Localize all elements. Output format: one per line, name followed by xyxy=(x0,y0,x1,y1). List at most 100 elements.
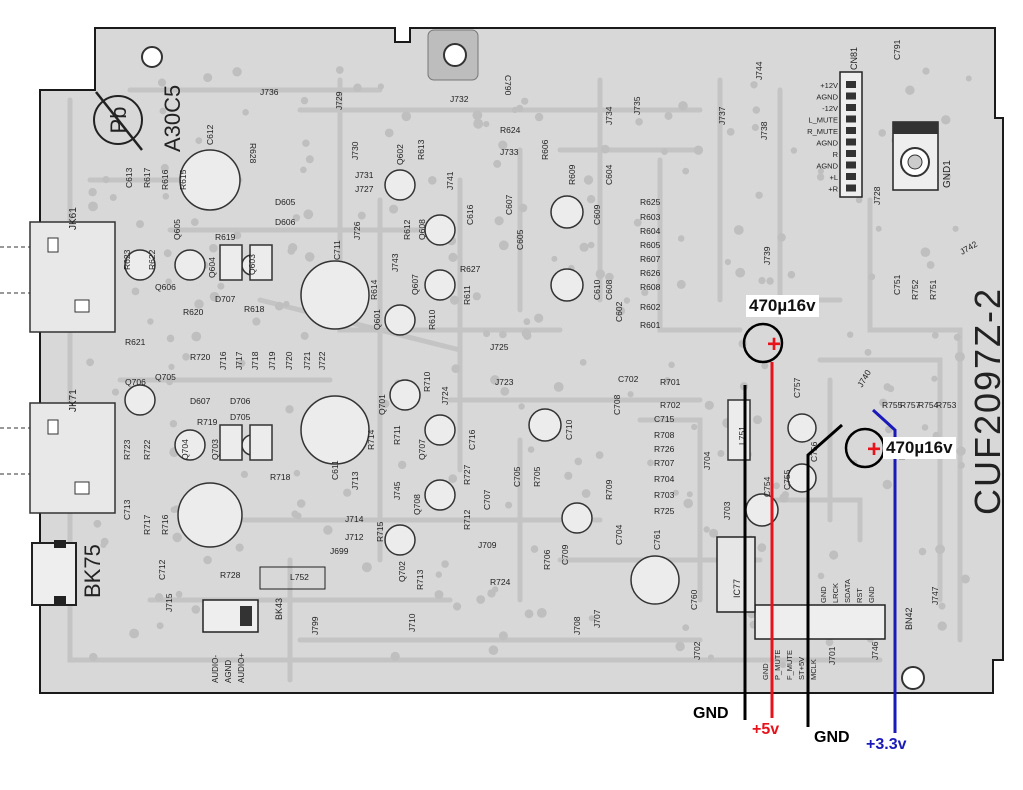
cap-top-plus: + xyxy=(767,331,781,358)
part-label-q601: Q601 xyxy=(372,309,382,330)
cn81-pin-label: AGND xyxy=(816,139,838,148)
part-label-r719: R719 xyxy=(197,417,218,427)
part-label-c608: C608 xyxy=(604,279,614,300)
part-label-r621: R621 xyxy=(125,337,146,347)
part-label-r755: R755 xyxy=(882,400,903,410)
part-label-j713: J713 xyxy=(350,471,360,490)
bn42-left-pin-label: F_MUTE xyxy=(785,650,794,680)
part-label-c609: C609 xyxy=(592,204,602,225)
part-label-r711: R711 xyxy=(392,425,402,445)
part-label-j747: J747 xyxy=(930,586,940,605)
cn81-label: CN81 xyxy=(849,47,859,70)
part-label-r713: R713 xyxy=(415,569,425,590)
part-label-j741: J741 xyxy=(445,171,455,190)
cn81-connector: CN81 +12VAGND-12VL_MUTER_MUTEAGNDRAGND+L… xyxy=(807,47,863,198)
part-label-r611: R611 xyxy=(462,285,472,305)
cn81-pin-label: R xyxy=(833,150,839,159)
bk43-label: BK43 xyxy=(274,598,284,620)
cn81-pin-label: AGND xyxy=(816,162,838,171)
part-label-r613: R613 xyxy=(416,139,426,160)
part-label-j736: J736 xyxy=(260,87,279,97)
part-label-d707: D707 xyxy=(215,294,236,304)
part-label-j707: J707 xyxy=(592,609,602,628)
part-label-r753: R753 xyxy=(936,400,957,410)
part-label-r712: R712 xyxy=(462,509,472,530)
cap-top-label: 470µ16v xyxy=(746,295,819,317)
gnd1-label: GND1 xyxy=(942,160,953,188)
part-label-j717: J717 xyxy=(234,351,244,370)
part-label-r601: R601 xyxy=(640,320,661,330)
part-label-j716: J716 xyxy=(218,351,228,370)
part-label-c755: C755 xyxy=(782,469,792,490)
part-label-r616: R616 xyxy=(160,169,170,190)
bn42-left-pin-label: GND xyxy=(761,663,770,680)
plus3v3-label: +3.3v xyxy=(866,736,907,753)
part-label-r624: R624 xyxy=(500,125,521,135)
part-label-r728: R728 xyxy=(220,570,241,580)
part-label-q606: Q606 xyxy=(155,282,176,292)
part-label-r625: R625 xyxy=(640,197,661,207)
part-label-c716: C716 xyxy=(467,429,477,450)
part-label-j724: J724 xyxy=(440,386,450,405)
part-label-r628: R628 xyxy=(248,143,258,164)
part-label-r716: R716 xyxy=(160,514,170,535)
part-label-j718: J718 xyxy=(250,351,260,370)
part-label-c715: C715 xyxy=(654,414,675,424)
part-label-j712: J712 xyxy=(345,532,364,542)
part-label-r609: R609 xyxy=(567,164,577,185)
part-label-c709: C709 xyxy=(560,544,570,565)
part-label-r606: R606 xyxy=(540,139,550,160)
part-label-r627: R627 xyxy=(460,264,481,274)
part-label-q605: Q605 xyxy=(172,219,182,240)
part-label-r723: R723 xyxy=(122,439,132,460)
pb-text: Pb xyxy=(106,107,131,134)
part-label-j710: J710 xyxy=(407,613,417,632)
part-label-c761: C761 xyxy=(652,529,662,550)
part-label-d605: D605 xyxy=(275,197,296,207)
part-label-r618: R618 xyxy=(244,304,265,314)
cap-top-highlight xyxy=(742,322,784,364)
part-label-q607: Q607 xyxy=(410,274,420,295)
part-label-j701: J701 xyxy=(827,646,837,665)
part-label-c751: C751 xyxy=(892,274,902,295)
part-label-j729: J729 xyxy=(334,91,344,110)
bn42-pin-label: RST xyxy=(855,588,864,603)
part-label-j739: J739 xyxy=(762,246,772,265)
bn42-left-pin-label: MCLK xyxy=(809,659,818,680)
part-label-j726: J726 xyxy=(352,221,362,240)
part-label-c612: C612 xyxy=(205,124,215,145)
wire-3v3 xyxy=(871,408,897,733)
part-label-c604: C604 xyxy=(604,164,614,185)
part-label-j746: J746 xyxy=(870,641,880,660)
part-label-c708: C708 xyxy=(612,394,622,415)
part-label-l751: L751 xyxy=(737,426,747,445)
part-label-q708: Q708 xyxy=(412,494,422,515)
part-label-j715: J715 xyxy=(164,593,174,612)
part-label-r754: R754 xyxy=(918,400,939,410)
part-label-r612: R612 xyxy=(402,219,412,240)
part-label-r620: R620 xyxy=(183,307,204,317)
pb-free-mark: Pb xyxy=(93,91,143,151)
part-label-r752: R752 xyxy=(910,279,920,300)
bn42-pin-label: LRCK xyxy=(831,583,840,603)
part-label-j744: J744 xyxy=(754,61,764,80)
part-label-r704: R704 xyxy=(654,474,675,484)
part-label-r708: R708 xyxy=(654,430,675,440)
part-label-c757: C757 xyxy=(792,377,802,398)
part-label-j723: J723 xyxy=(495,377,514,387)
part-label-j725: J725 xyxy=(490,342,509,352)
part-label-j732: J732 xyxy=(450,94,469,104)
mount-hole xyxy=(443,43,467,67)
annotation-overlay: + + xyxy=(742,322,897,733)
part-label-j735: J735 xyxy=(632,96,642,115)
part-label-j799: J799 xyxy=(310,616,320,635)
leader-lines xyxy=(0,246,30,475)
part-label-c605: C605 xyxy=(515,229,525,250)
part-label-j743: J743 xyxy=(390,253,400,272)
part-label-r615: R615 xyxy=(178,169,188,190)
audio-pin-label: AGND xyxy=(224,660,233,683)
gnd-right-label: GND xyxy=(814,729,850,746)
board-part-number: CUF2097Z-2 xyxy=(967,287,1008,515)
part-label-r607: R607 xyxy=(640,254,661,264)
